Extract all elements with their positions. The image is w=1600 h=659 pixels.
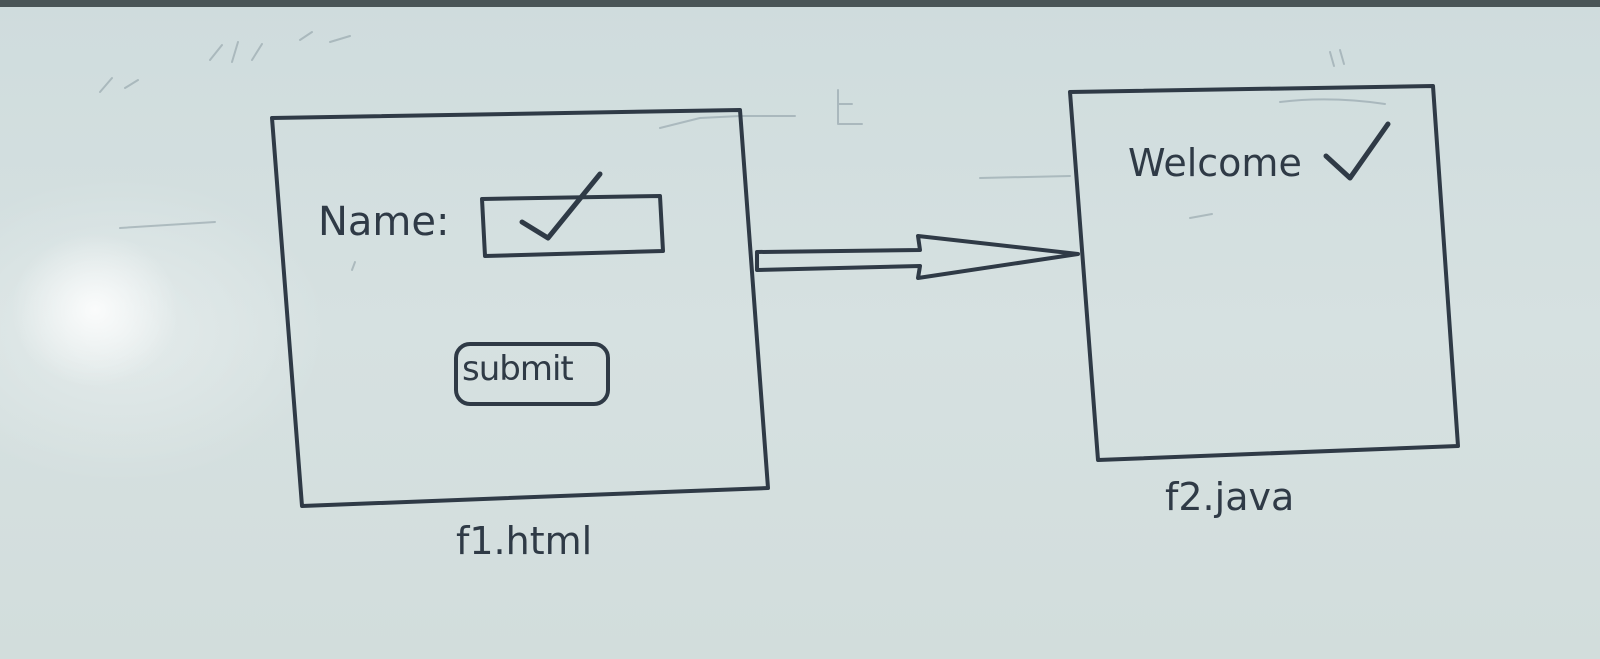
arrow-right-icon <box>755 234 1080 280</box>
screen-top-edge <box>0 0 1600 7</box>
response-page-box <box>1068 84 1460 462</box>
form-page-caption: f1.html <box>456 519 593 563</box>
name-label: Name: <box>318 199 450 245</box>
form-page-box <box>270 108 770 508</box>
board-scribbles <box>99 31 1386 271</box>
welcome-text: Welcome <box>1128 141 1302 185</box>
name-field-box <box>480 194 665 258</box>
submit-button-box <box>454 342 610 406</box>
submit-button-label: submit <box>462 349 574 389</box>
response-page-caption: f2.java <box>1165 475 1295 519</box>
check-icon <box>519 171 603 241</box>
check-icon <box>1323 121 1391 181</box>
